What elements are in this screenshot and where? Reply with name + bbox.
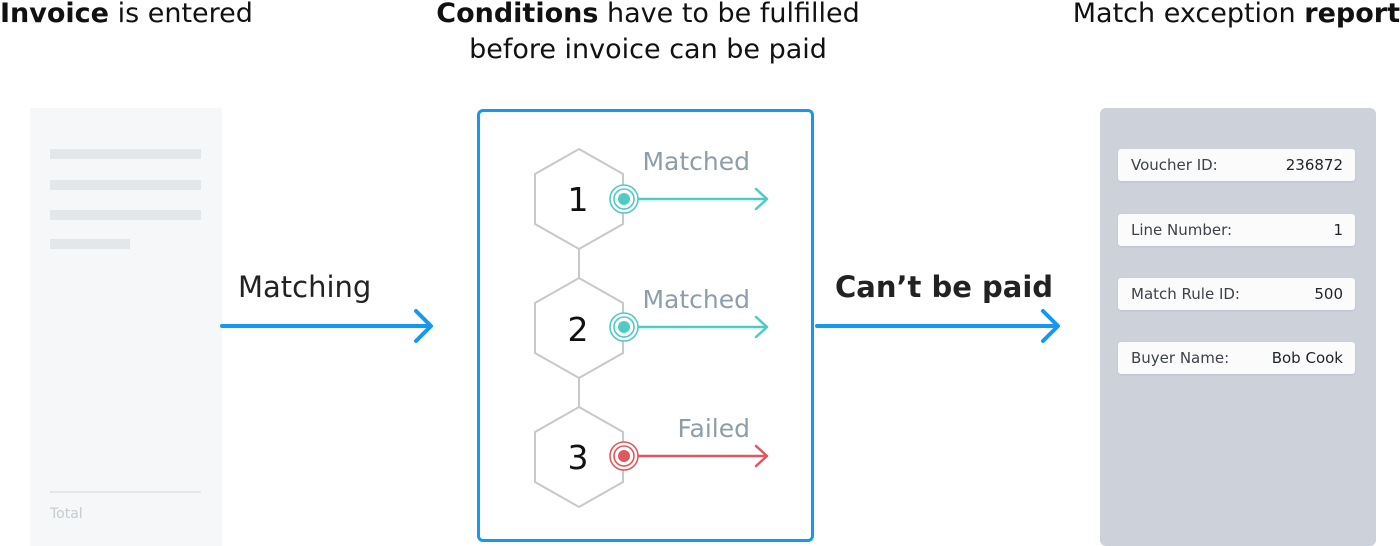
report-field-value: 500 bbox=[1314, 285, 1343, 303]
condition-hexagon bbox=[534, 405, 624, 509]
status-target-ring bbox=[613, 188, 635, 210]
condition-status-label: Failed bbox=[677, 414, 750, 443]
invoice-total-label: Total bbox=[50, 506, 83, 522]
heading-invoice-rest: is entered bbox=[109, 0, 253, 29]
report-field-line-number: Line Number: 1 bbox=[1118, 214, 1355, 246]
report-field-value: Bob Cook bbox=[1271, 349, 1343, 367]
status-target-ring bbox=[613, 445, 635, 467]
condition-status-label: Matched bbox=[642, 147, 750, 176]
report-field-buyer-name: Buyer Name: Bob Cook bbox=[1118, 342, 1355, 374]
report-field-label: Line Number: bbox=[1131, 221, 1233, 239]
status-target-ring bbox=[613, 316, 635, 338]
invoice-line bbox=[50, 149, 201, 159]
condition-hexagon bbox=[534, 147, 624, 251]
cant-be-paid-arrow bbox=[815, 309, 1060, 343]
matching-arrow bbox=[220, 309, 433, 343]
condition-2: 2 Matched bbox=[534, 276, 769, 380]
report-field-voucher-id: Voucher ID: 236872 bbox=[1118, 149, 1355, 181]
condition-number: 2 bbox=[568, 310, 589, 349]
status-target-dot bbox=[618, 321, 630, 333]
condition-number: 1 bbox=[568, 180, 589, 219]
arrow-head-icon bbox=[754, 444, 769, 468]
status-target-dot bbox=[618, 193, 630, 205]
condition-3: 3 Failed bbox=[534, 405, 769, 509]
conditions-box bbox=[477, 109, 814, 542]
heading-invoice-entered: Invoice is entered bbox=[0, 0, 253, 32]
match-exception-report-panel: Voucher ID: 236872 Line Number: 1 Match … bbox=[1100, 108, 1376, 546]
report-field-label: Match Rule ID: bbox=[1131, 285, 1240, 303]
heading-conditions-line2: before invoice can be paid bbox=[469, 34, 827, 65]
report-field-label: Buyer Name: bbox=[1131, 349, 1230, 367]
condition-hexagon bbox=[534, 276, 624, 380]
invoice-line bbox=[50, 180, 201, 190]
condition-number: 3 bbox=[568, 438, 589, 477]
report-field-value: 1 bbox=[1333, 221, 1343, 239]
heading-conditions-bold: Conditions bbox=[436, 0, 599, 29]
invoice-document: Total bbox=[30, 108, 222, 546]
heading-report-bold: report bbox=[1304, 0, 1400, 29]
report-field-label: Voucher ID: bbox=[1131, 156, 1218, 174]
cant-be-paid-label: Can’t be paid bbox=[835, 270, 1054, 304]
report-field-value: 236872 bbox=[1285, 156, 1343, 174]
status-target-dot bbox=[618, 450, 630, 462]
invoice-line bbox=[50, 239, 130, 249]
heading-report-text: Match exception bbox=[1072, 0, 1305, 29]
heading-conditions: Conditions have to be fulfilled before in… bbox=[398, 0, 898, 68]
matching-label: Matching bbox=[238, 270, 372, 304]
heading-invoice-bold: Invoice bbox=[0, 0, 109, 29]
invoice-line bbox=[50, 210, 201, 220]
heading-match-exception-report: Match exception report bbox=[1073, 0, 1400, 32]
heading-conditions-rest: have to be fulfilled bbox=[598, 0, 860, 29]
invoice-total-divider bbox=[50, 491, 201, 493]
report-field-match-rule-id: Match Rule ID: 500 bbox=[1118, 278, 1355, 310]
arrow-head-icon bbox=[754, 187, 769, 211]
arrow-head-icon bbox=[754, 315, 769, 339]
condition-1: 1 Matched bbox=[534, 147, 769, 251]
condition-status-label: Matched bbox=[642, 285, 750, 314]
